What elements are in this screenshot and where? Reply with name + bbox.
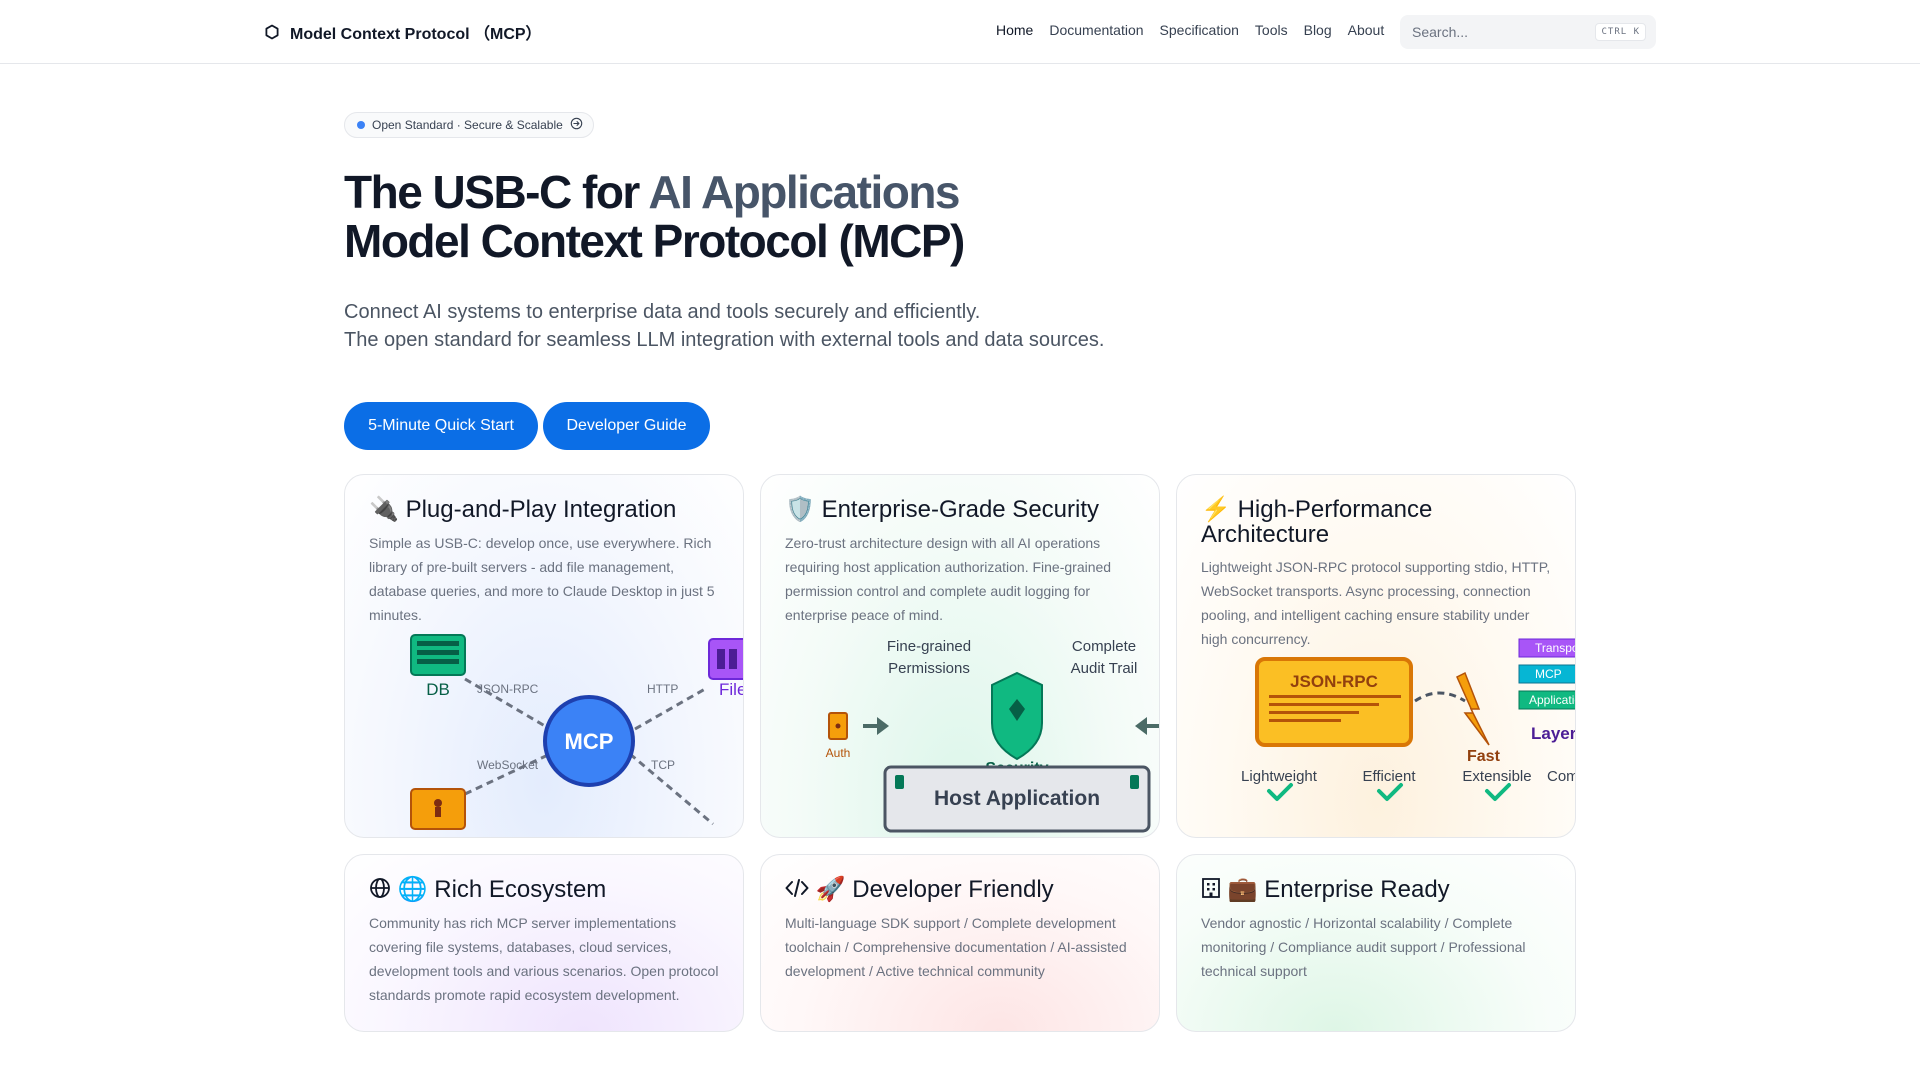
host-application-label: Host Application (934, 787, 1100, 810)
db-label: DB (426, 680, 450, 699)
top-navbar: Model Context Protocol （MCP） Home Docume… (0, 0, 1920, 64)
layers-label: Layers (1531, 724, 1576, 743)
mcp-hub-label: MCP (565, 729, 614, 754)
edge-label-json-rpc: JSON-RPC (477, 682, 539, 696)
arrow-right-icon (863, 717, 889, 735)
feature-card-description: Lightweight JSON-RPC protocol supporting… (1201, 559, 1551, 647)
feature-card-security[interactable]: 🛡️ Enterprise-Grade Security Zero-trust … (760, 474, 1160, 838)
lock-icon (828, 712, 848, 740)
feature-card-description: Community has rich MCP server implementa… (369, 915, 719, 1003)
search-input[interactable]: Search... CTRL K (1400, 15, 1656, 49)
arrow-circle-icon (570, 117, 583, 133)
audit-label-2: Audit Trail (1071, 660, 1138, 677)
hero-subtitle-line2: The open standard for seamless LLM integ… (344, 329, 1105, 351)
check-label-efficient: Efficient (1362, 768, 1416, 785)
hero-badge-label: Open Standard · Secure & Scalable (372, 118, 563, 132)
logo-icon (264, 24, 280, 40)
plug-icon: 🔌 (369, 496, 399, 523)
main-nav: Home Documentation Specification Tools B… (996, 22, 1384, 38)
hero-subtitle: Connect AI systems to enterprise data an… (344, 298, 1244, 354)
lightning-bolt-icon (1456, 671, 1490, 746)
hero-title-line2: Model Context Protocol (MCP) (344, 215, 965, 267)
nav-link-tools[interactable]: Tools (1254, 22, 1288, 38)
feature-card-description: Multi-language SDK support / Complete de… (785, 915, 1127, 979)
audit-label-1: Complete (1072, 638, 1136, 655)
brand-name: Model Context Protocol （MCP） (290, 26, 542, 43)
search-shortcut-hint: CTRL K (1595, 23, 1646, 41)
brand[interactable]: Model Context Protocol （MCP） (264, 20, 542, 44)
check-icon (1377, 783, 1403, 801)
permissions-label-2: Permissions (888, 660, 970, 677)
nav-link-about[interactable]: About (1347, 22, 1385, 38)
lightning-icon: ⚡ (1201, 496, 1231, 523)
feature-card-developer[interactable]: 🚀 Developer Friendly Multi-language SDK … (760, 854, 1160, 1032)
briefcase-icon: 💼 (1227, 876, 1258, 903)
layer-transport-label: Transport (1535, 641, 1576, 655)
feature-card-title: 💼 Enterprise Ready (1201, 877, 1555, 904)
arrow-left-icon (1135, 717, 1159, 735)
status-dot (357, 121, 365, 129)
database-icon (410, 634, 466, 676)
globe-icon: 🌐 (397, 876, 428, 903)
mcp-hub-diagram: DB Files JSON-RPC HTTP WebSocket TCP MCP (410, 634, 744, 830)
json-rpc-block (1255, 657, 1413, 747)
check-label-extensible: Extensible (1462, 768, 1531, 785)
mcp-hub (543, 695, 635, 787)
feature-card-enterprise[interactable]: 💼 Enterprise Ready Vendor agnostic / Hor… (1176, 854, 1576, 1032)
feature-card-title: 🚀 Developer Friendly (785, 877, 1139, 904)
shield-icon (991, 671, 1043, 761)
feature-card-description: Zero-trust architecture design with all … (785, 535, 1112, 623)
feature-card-ecosystem[interactable]: 🌐 Rich Ecosystem Community has rich MCP … (344, 854, 744, 1032)
check-label-lightweight: Lightweight (1241, 768, 1318, 785)
fast-label: Fast (1467, 748, 1501, 765)
hero-badge[interactable]: Open Standard · Secure & Scalable (344, 112, 594, 138)
folder-icon (708, 638, 743, 680)
feature-card-plug-and-play[interactable]: 🔌 Plug-and-Play Integration Simple as US… (344, 474, 744, 838)
hero-subtitle-line1: Connect AI systems to enterprise data an… (344, 301, 981, 323)
quick-start-button[interactable]: 5-Minute Quick Start (344, 402, 538, 450)
nav-link-home[interactable]: Home (996, 22, 1034, 38)
code-icon (785, 877, 809, 904)
feature-card-title: 🌐 Rich Ecosystem (369, 877, 723, 904)
nav-link-blog[interactable]: Blog (1303, 22, 1332, 38)
check-label-compatible: Compatible (1547, 768, 1576, 785)
security-diagram: Fine-grained Permissions Complete Audit … (826, 638, 1159, 833)
feature-card-title: 🛡️ Enterprise-Grade Security (785, 496, 1100, 523)
hero-title: The USB-C for AI Applications Model Cont… (344, 168, 1244, 266)
globe-outline-icon (369, 877, 391, 904)
edge-label-tcp: TCP (651, 758, 675, 772)
check-icon (1267, 783, 1293, 801)
feature-card-title: 🔌 Plug-and-Play Integration (369, 496, 677, 523)
layer-mcp-label: MCP (1535, 667, 1562, 681)
auth-label: Auth (826, 746, 851, 760)
feature-card-description: Simple as USB-C: develop once, use every… (369, 535, 715, 623)
nav-link-specification[interactable]: Specification (1159, 22, 1239, 38)
search-placeholder: Search... (1412, 24, 1469, 40)
nav-link-documentation[interactable]: Documentation (1049, 22, 1144, 38)
user-icon (410, 788, 466, 830)
host-application-box (883, 765, 1151, 833)
json-rpc-label: JSON-RPC (1290, 672, 1378, 691)
check-icon (1485, 783, 1511, 801)
edge-label-websocket: WebSocket (477, 758, 539, 772)
building-icon (1201, 877, 1221, 904)
shield-icon: 🛡️ (785, 496, 815, 523)
performance-diagram: JSON-RPC Fast Transport MCP Application … (1241, 638, 1576, 801)
layer-application-label: Application (1529, 693, 1576, 707)
developer-guide-button[interactable]: Developer Guide (543, 402, 710, 450)
edge-label-http: HTTP (647, 682, 678, 696)
hero-title-line1-b: AI Applications (648, 166, 960, 218)
feature-card-performance[interactable]: ⚡ High-Performance Architecture Lightwei… (1176, 474, 1576, 838)
hero-title-line1-a: The USB-C for (344, 166, 649, 218)
permissions-label-1: Fine-grained (887, 638, 971, 655)
feature-card-title: ⚡ High-Performance Architecture (1201, 496, 1433, 548)
rocket-icon: 🚀 (815, 876, 846, 903)
feature-card-description: Vendor agnostic / Horizontal scalability… (1201, 915, 1526, 979)
files-label: Files (719, 680, 744, 699)
